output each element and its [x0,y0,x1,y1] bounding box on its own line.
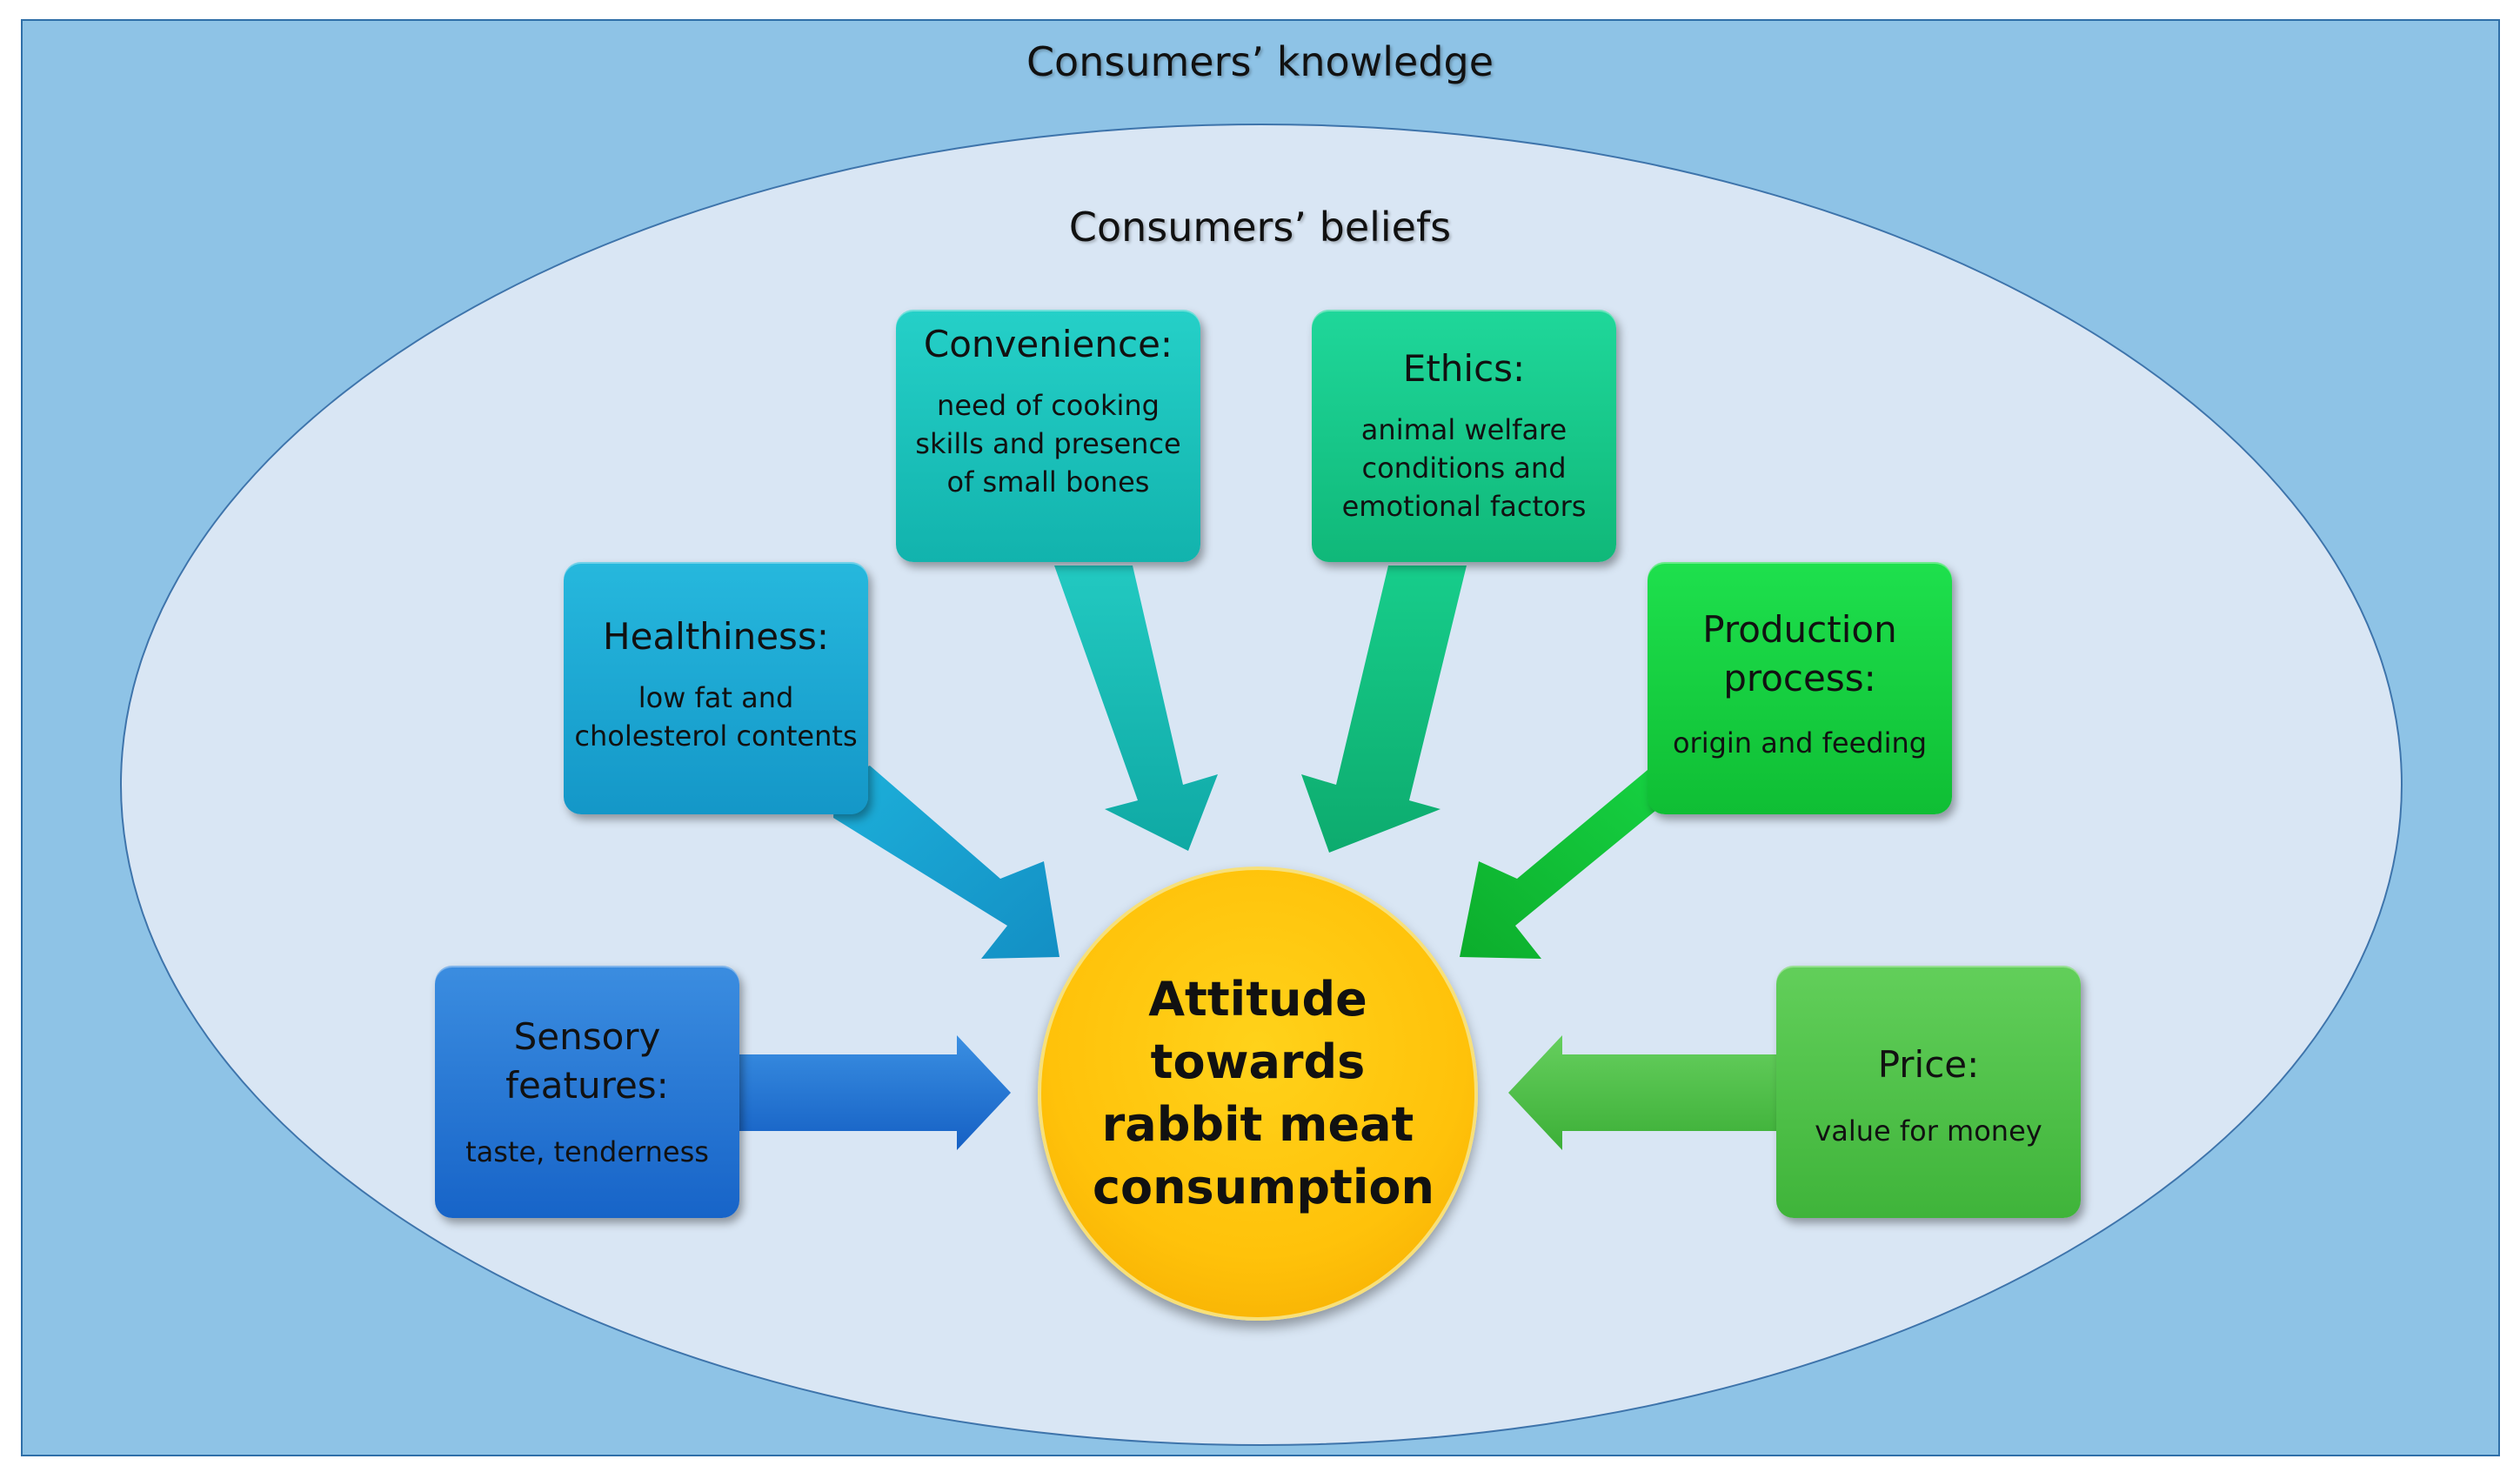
factor-desc-production: origin and feeding [1672,726,1928,760]
factor-desc-ethics: animal welfare conditions and emotional … [1341,413,1587,523]
factor-box-convenience: Convenience: need of cooking skills and … [896,310,1200,562]
factor-desc-healthiness: low fat and cholesterol contents [574,681,858,753]
factor-box-production: Production process: origin and feeding [1648,562,1952,814]
arrow-ethics [1301,566,1467,853]
factor-box-ethics: Ethics: animal welfare conditions and em… [1312,310,1616,562]
factor-desc-sensory: taste, tenderness [465,1135,709,1168]
consumers-beliefs-label: Consumers’ beliefs [1068,204,1452,251]
factor-title-healthiness: Healthiness: [603,615,829,658]
factor-title-price: Price: [1877,1043,1980,1086]
factor-title-ethics: Ethics: [1402,347,1526,390]
factor-box-price: Price: value for money [1776,966,2081,1218]
arrow-healthiness [833,766,1059,959]
factor-title-sensory: Sensory features: [505,1015,669,1107]
factor-title-production: Production process: [1702,608,1897,699]
factor-title-convenience: Convenience: [923,323,1173,365]
factor-box-sensory: Sensory features: taste, tenderness [435,966,739,1218]
factor-desc-convenience: need of cooking skills and presence of s… [915,389,1181,499]
arrow-production [1460,766,1689,959]
attitude-label: Attitude towards rabbit meat consumption [1093,972,1434,1215]
arrow-convenience [1054,566,1218,851]
attitude-circle: Attitude towards rabbit meat consumption [1038,867,1478,1321]
arrow-sensory [739,1035,1011,1150]
consumers-knowledge-label: Consumers’ knowledge [1026,38,1494,85]
factor-box-healthiness: Healthiness: low fat and cholesterol con… [564,562,868,814]
arrow-price [1508,1035,1776,1150]
factor-desc-price: value for money [1815,1114,2042,1148]
